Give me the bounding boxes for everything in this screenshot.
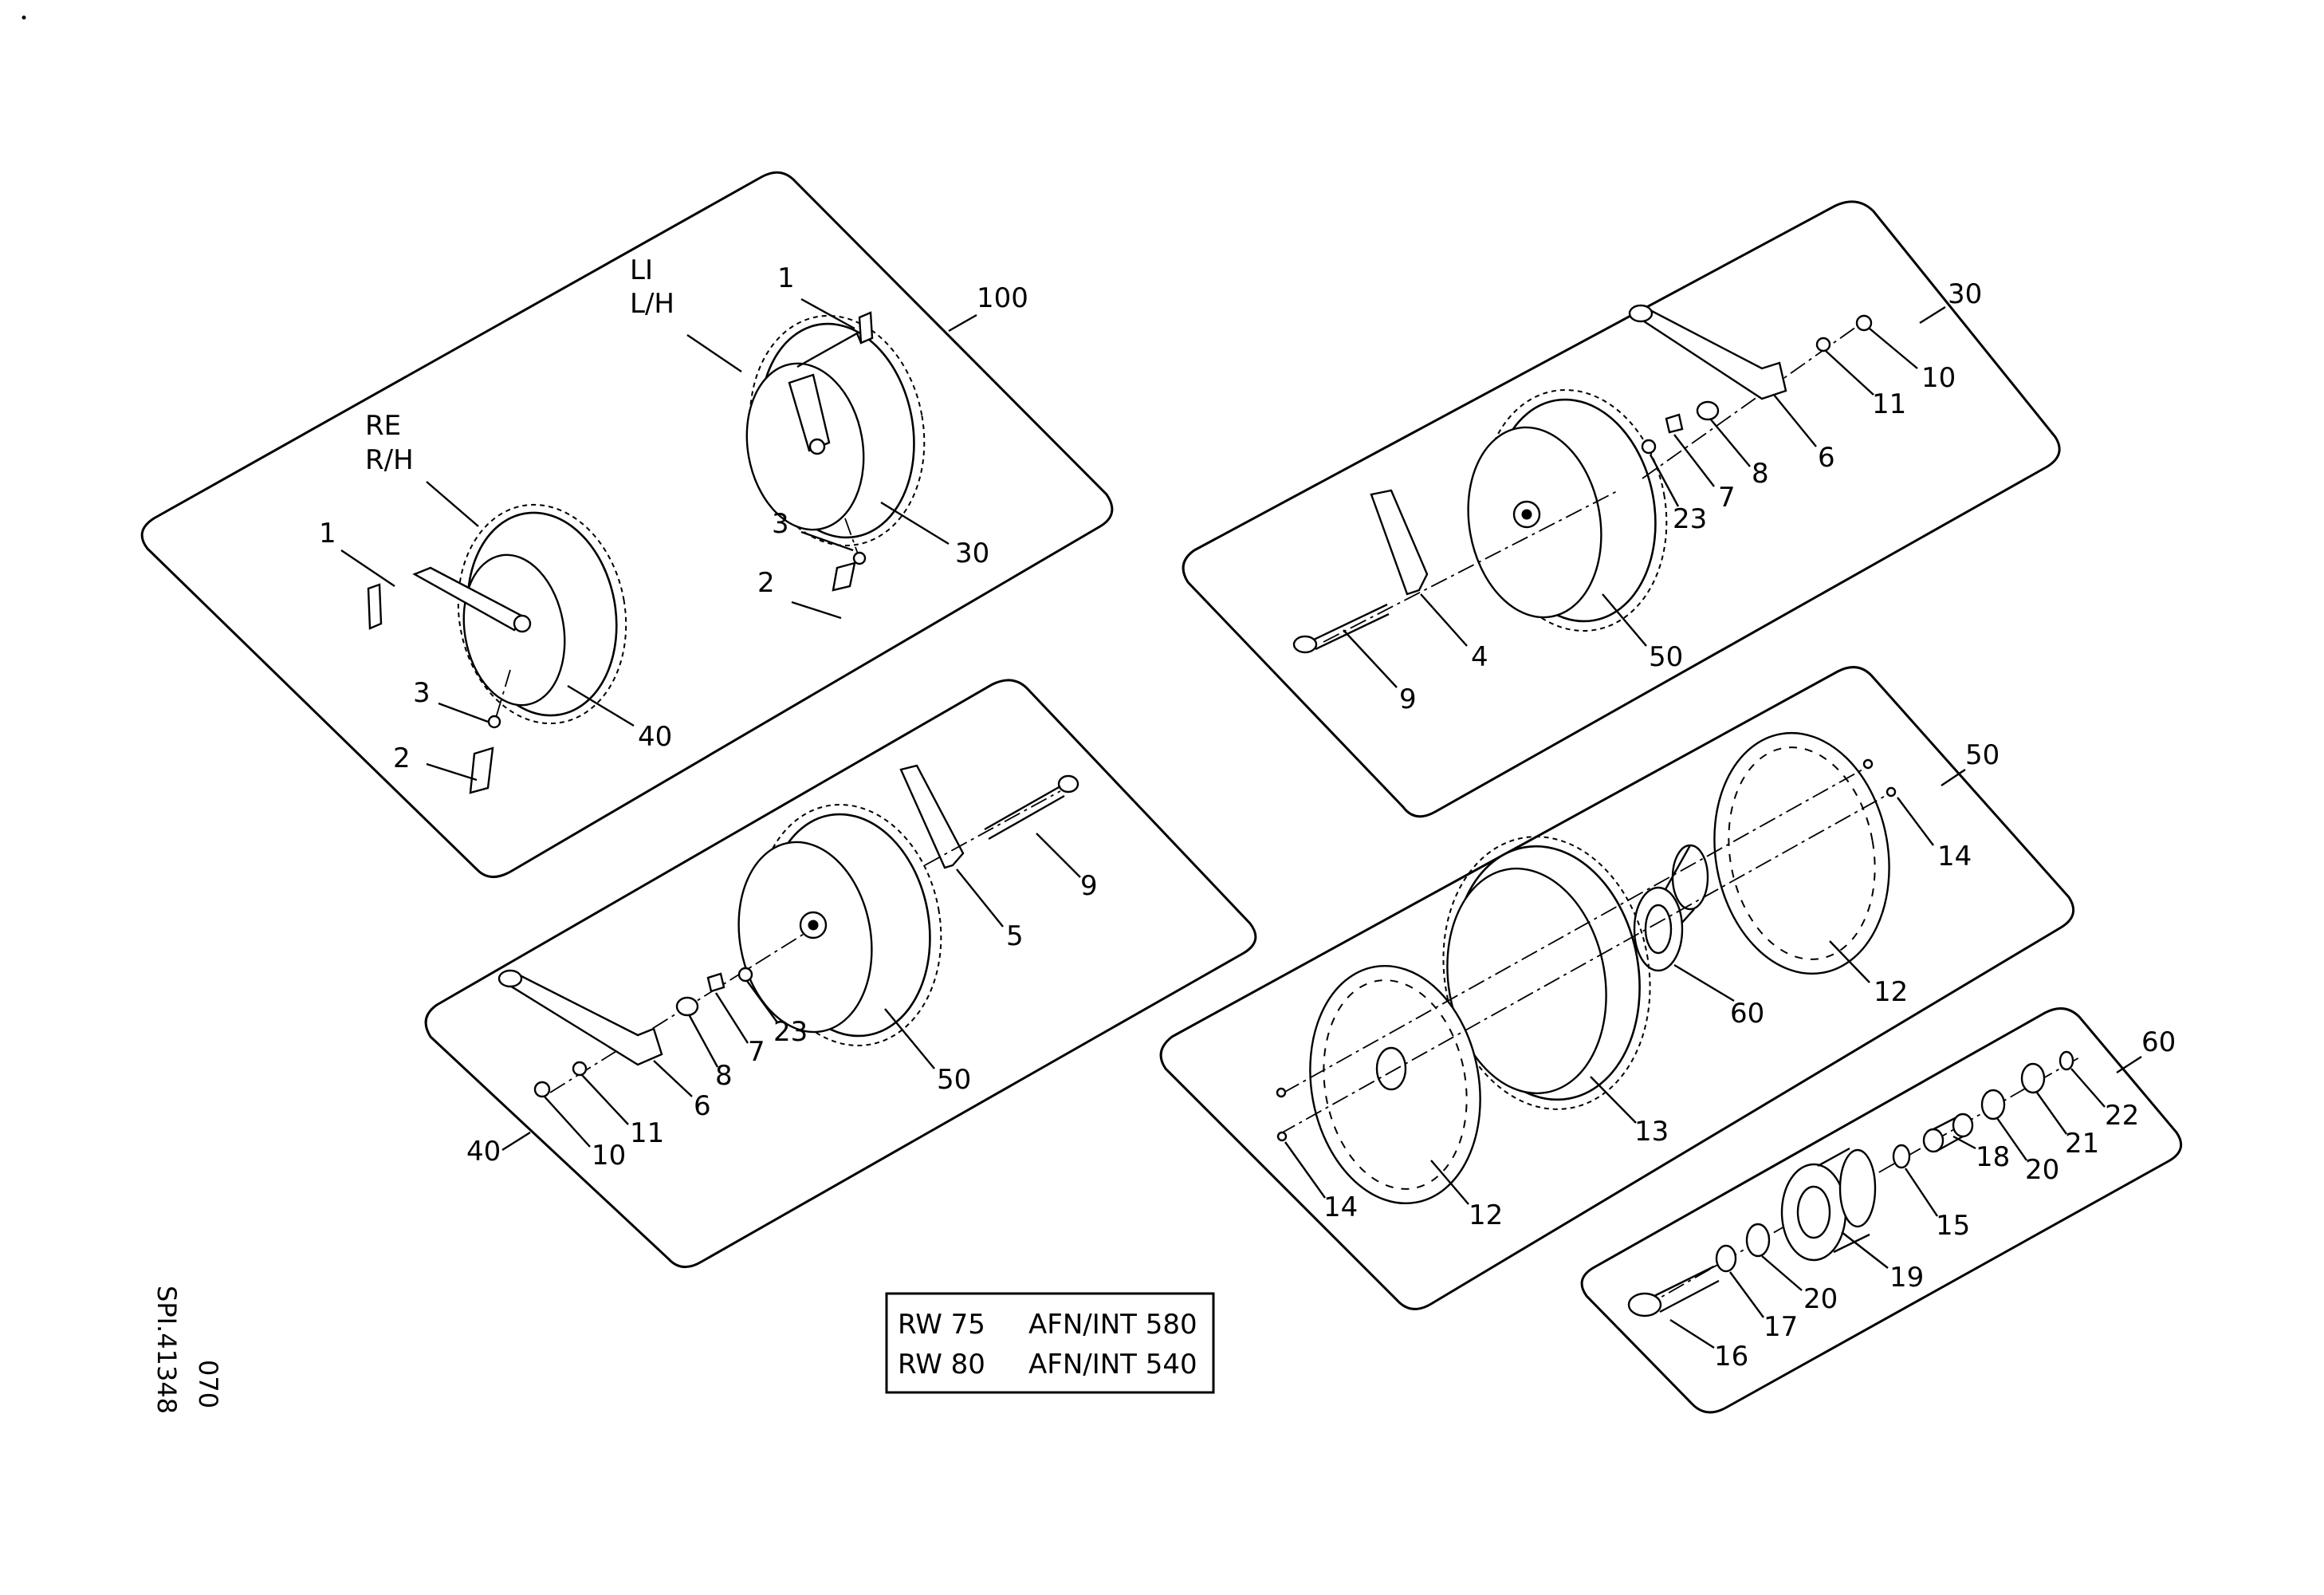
rh-wheel-assembly [367,503,627,794]
callout-11: 11 [1872,388,1906,420]
panel-100-frame [140,171,1114,878]
panel-50-number: 50 [1965,739,2000,771]
callout-50: 50 [1649,641,1683,673]
callout-20: 20 [1803,1283,1838,1315]
table-ref: AFN/INT 540 [1028,1349,1197,1380]
drawing-page: 070 [193,1360,223,1408]
callout-8: 8 [1752,458,1769,490]
drawing-code: SPI.41348 070 [151,1286,223,1414]
bracket-5 [899,764,965,869]
callout-6: 6 [1818,442,1835,474]
callout-1: 1 [777,262,795,294]
panel-30-number: 30 [1948,278,1982,310]
callout-10: 10 [592,1140,626,1172]
callout-5: 5 [1006,920,1024,952]
callout-30: 30 [955,538,989,569]
model-table-frame [885,1292,1215,1394]
rh-label-re: RE [365,410,401,442]
callout-13: 13 [1634,1116,1669,1148]
callout-3: 3 [772,508,789,540]
pin-16 [1627,1265,1720,1317]
ring-21 [2020,1062,2046,1094]
axle-9 [1292,603,1390,654]
wheel-50 [737,804,942,1046]
callout-22: 22 [2105,1100,2139,1132]
panel-40-number: 40 [466,1136,501,1168]
callout-16: 16 [1714,1341,1748,1372]
table-ref: AFN/INT 580 [1028,1309,1197,1341]
panel-50-frame [1159,666,2075,1310]
tyre-13 [1442,836,1651,1110]
bracket-4 [1370,489,1429,596]
callout-10: 10 [1921,362,1956,394]
callout-8: 8 [715,1060,733,1092]
rh-label-rh: R/H [365,444,414,476]
callout-21: 21 [2065,1128,2099,1160]
lh-wheel-assembly [745,311,926,592]
callout-60: 60 [1730,998,1764,1030]
ring-17 [1715,1244,1737,1273]
axle-9 [984,774,1079,841]
callout-50: 50 [937,1064,971,1096]
panel-50: 14 12 60 13 14 12 50 [1159,666,2075,1310]
panel-100: LI L/H RE R/H 1 3 2 30 1 3 2 40 100 [140,171,1114,878]
panel-60-frame [1580,1007,2183,1414]
callout-3: 3 [413,677,431,709]
panel-100-number: 100 [977,282,1028,314]
callout-14: 14 [1937,841,1972,872]
callout-12: 12 [1874,976,1908,1008]
lh-label-lh: L/H [630,288,674,320]
callout-9: 9 [1080,870,1098,902]
callout-19: 19 [1889,1262,1924,1294]
bearing-20 [1980,1089,2006,1120]
callout-18: 18 [1976,1141,2010,1173]
callout-17: 17 [1764,1311,1798,1343]
callout-40: 40 [638,721,672,753]
callout-11: 11 [630,1117,664,1149]
callout-2: 2 [757,567,775,599]
panel-30: 10 11 6 8 7 23 4 9 50 30 [1182,200,2061,818]
lh-label-li: LI [630,254,653,286]
drawing-number: SPI.41348 [151,1286,182,1414]
callout-6: 6 [694,1090,711,1122]
callout-9: 9 [1399,683,1417,715]
callout-23: 23 [773,1016,808,1048]
callout-4: 4 [1471,641,1488,673]
callout-23: 23 [1673,503,1707,535]
hub-60 [1633,844,1709,972]
callout-7: 7 [1718,482,1736,514]
ring-22 [2059,1050,2074,1071]
model-table: RW 75 AFN/INT 580 RW 80 AFN/INT 540 [885,1292,1215,1394]
hub-19 [1780,1147,1877,1262]
callout-20: 20 [2025,1154,2059,1186]
callout-12: 12 [1469,1199,1503,1231]
ring-15 [1892,1144,1911,1169]
callout-14: 14 [1323,1191,1358,1223]
rim-disc-12 [1309,964,1481,1205]
callout-2: 2 [393,742,411,774]
panel-40-frame [424,679,1257,1268]
arm-6 [1632,308,1787,400]
rim-disc-12 [1713,731,1890,975]
table-model: RW 75 [898,1309,985,1341]
bearing-20 [1745,1223,1771,1258]
panel-60-number: 60 [2141,1026,2176,1058]
panel-60: 22 21 20 18 15 19 20 17 16 60 [1580,1007,2183,1414]
sleeve-18 [1922,1113,1974,1153]
panel-30-frame [1182,200,2061,818]
callout-15: 15 [1936,1210,1970,1242]
arm-6 [500,973,663,1066]
callout-1: 1 [319,518,336,549]
callout-7: 7 [748,1036,765,1068]
wheel-50 [1467,389,1668,632]
panel-40: 9 5 50 23 7 8 6 11 10 40 [424,679,1257,1268]
table-model: RW 80 [898,1349,985,1380]
